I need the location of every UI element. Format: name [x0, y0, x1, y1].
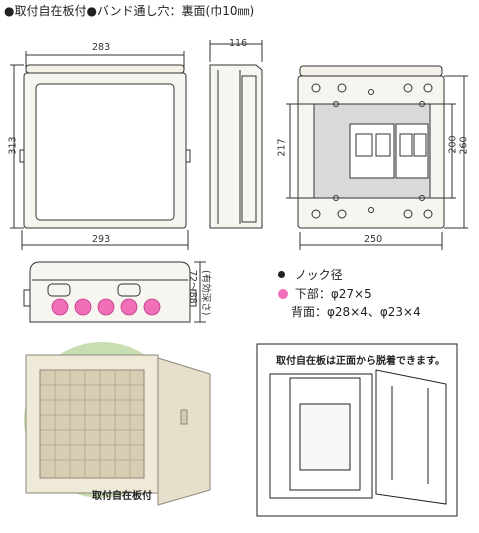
detail-caption: 取付自在板は正面から脱着できます。: [276, 356, 445, 367]
side-view-drawing: [209, 40, 263, 229]
inner-view-drawing: [286, 65, 468, 250]
dim-inner-260: 260: [458, 136, 470, 155]
dim-inner-200: 200: [447, 135, 459, 154]
dim-side-depth: 116: [229, 38, 248, 49]
dim-inner-217: 217: [276, 138, 288, 157]
detail-box: [256, 343, 458, 517]
dim-bottom-depth-note: (有効深さ): [200, 270, 211, 316]
dim-front-width-bottom: 293: [92, 234, 111, 245]
knockout-title-text: ノック径: [294, 268, 343, 282]
knockout-title: ノック径: [278, 266, 343, 283]
dim-front-width-top: 283: [92, 42, 111, 53]
bullet-dot: [278, 271, 285, 278]
knockout-holes: [51, 298, 161, 316]
dim-front-height: 313: [7, 136, 19, 155]
pink-dot-icon: [278, 289, 288, 299]
front-view-drawing: [10, 51, 191, 250]
dim-bottom-depth: 72〜88: [187, 270, 198, 304]
knockout-back-line: 背面：φ28×4、φ23×4: [291, 305, 421, 319]
bottom-view-drawing: [23, 261, 206, 323]
knockout-bottom-line: 下部：φ27×5: [278, 285, 372, 302]
knockout-bottom-text: 下部：φ27×5: [294, 287, 372, 301]
photo-caption: 取付自在板付: [92, 491, 152, 502]
header-title: ●取付自在板付●バンド通し穴：裏面(巾10㎜): [4, 4, 255, 18]
product-photo: [24, 342, 211, 506]
dim-inner-width: 250: [364, 234, 383, 245]
